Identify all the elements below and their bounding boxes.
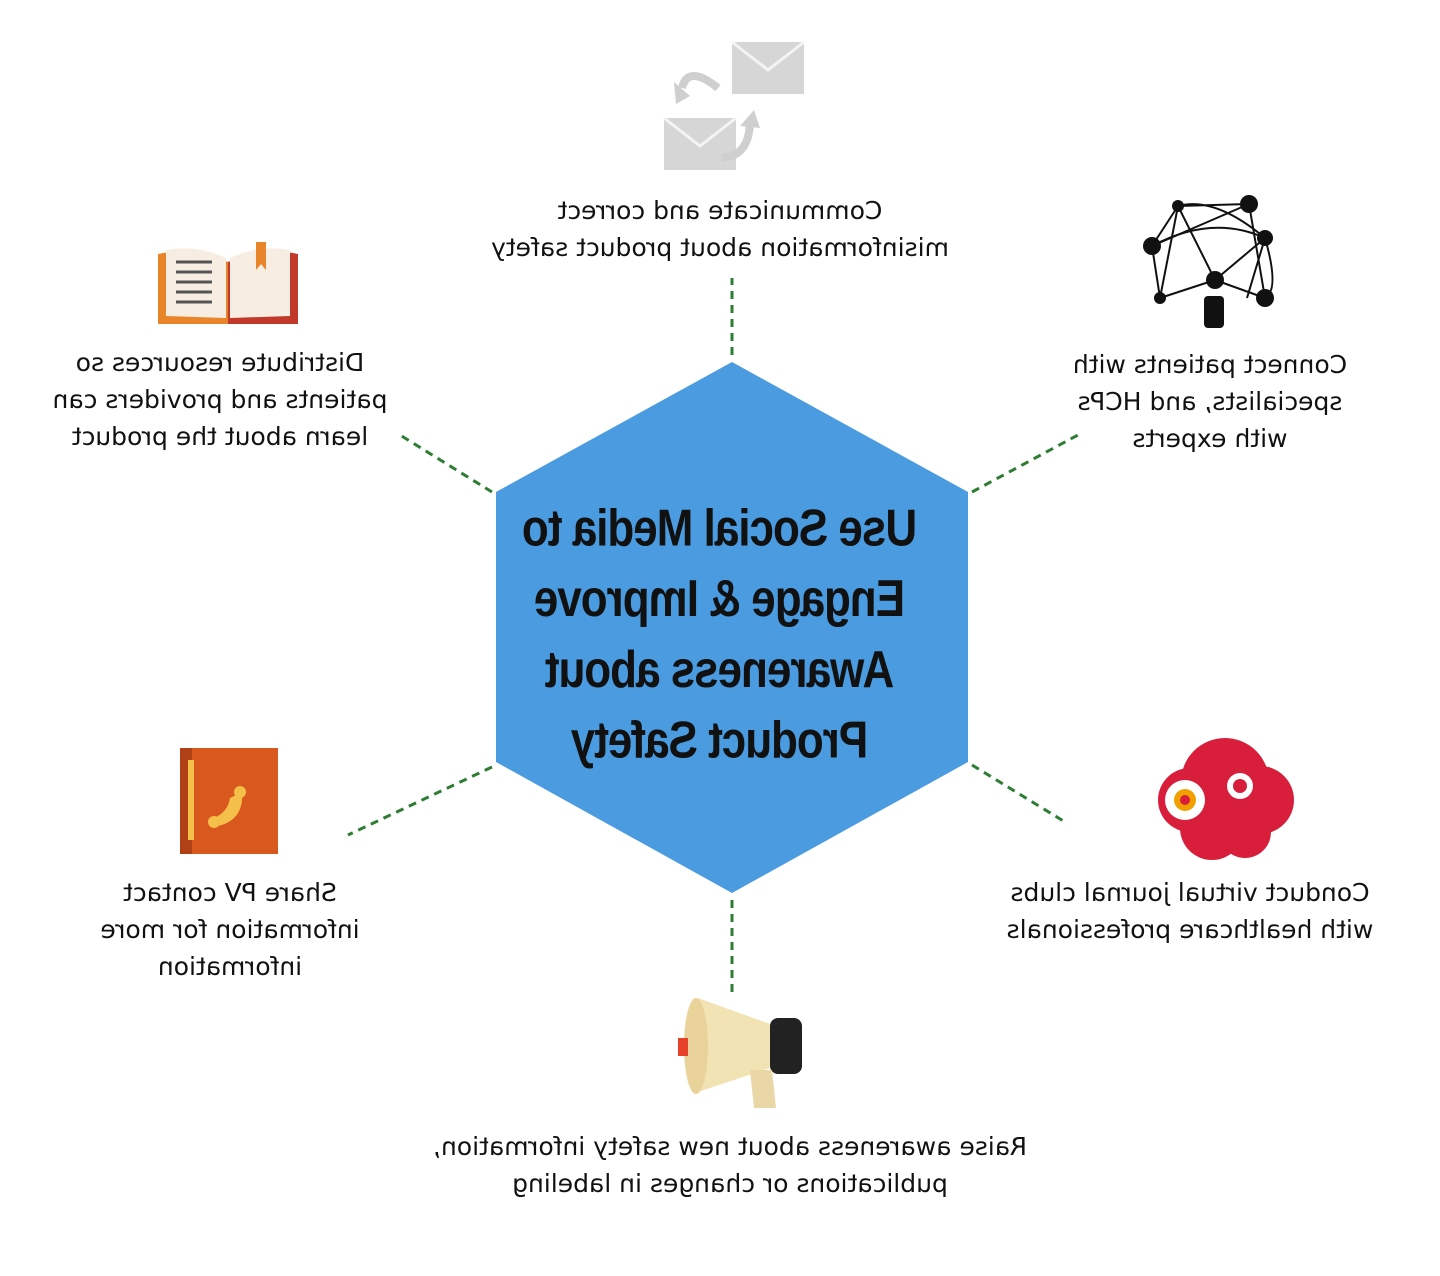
connector-upper-right bbox=[399, 433, 493, 494]
label-distribute: Distribute resources so patients and pro… bbox=[52, 348, 388, 451]
label-communicate: Communicate and correct misinformation a… bbox=[491, 196, 949, 262]
connector-upper-left bbox=[971, 433, 1079, 494]
connector-lower-right bbox=[347, 765, 493, 837]
center-hexagon bbox=[496, 362, 968, 893]
brain-gears-icon bbox=[1158, 738, 1294, 860]
label-connect: Connect patients with specialists, and H… bbox=[1072, 350, 1348, 453]
megaphone-icon bbox=[678, 998, 802, 1108]
network-person-icon bbox=[1143, 195, 1274, 328]
open-book-icon bbox=[158, 242, 298, 324]
email-exchange-icon bbox=[663, 40, 805, 170]
center-title: Use Social Media to Engage & Improve Awa… bbox=[522, 499, 918, 770]
label-journal: Conduct virtual journal clubs with healt… bbox=[1006, 878, 1374, 944]
label-raise: Raise awareness about new safety informa… bbox=[433, 1132, 1027, 1198]
label-share: Share PV contact information for more in… bbox=[100, 878, 360, 981]
connector-lower-left bbox=[971, 763, 1066, 824]
phone-book-icon bbox=[180, 748, 278, 854]
